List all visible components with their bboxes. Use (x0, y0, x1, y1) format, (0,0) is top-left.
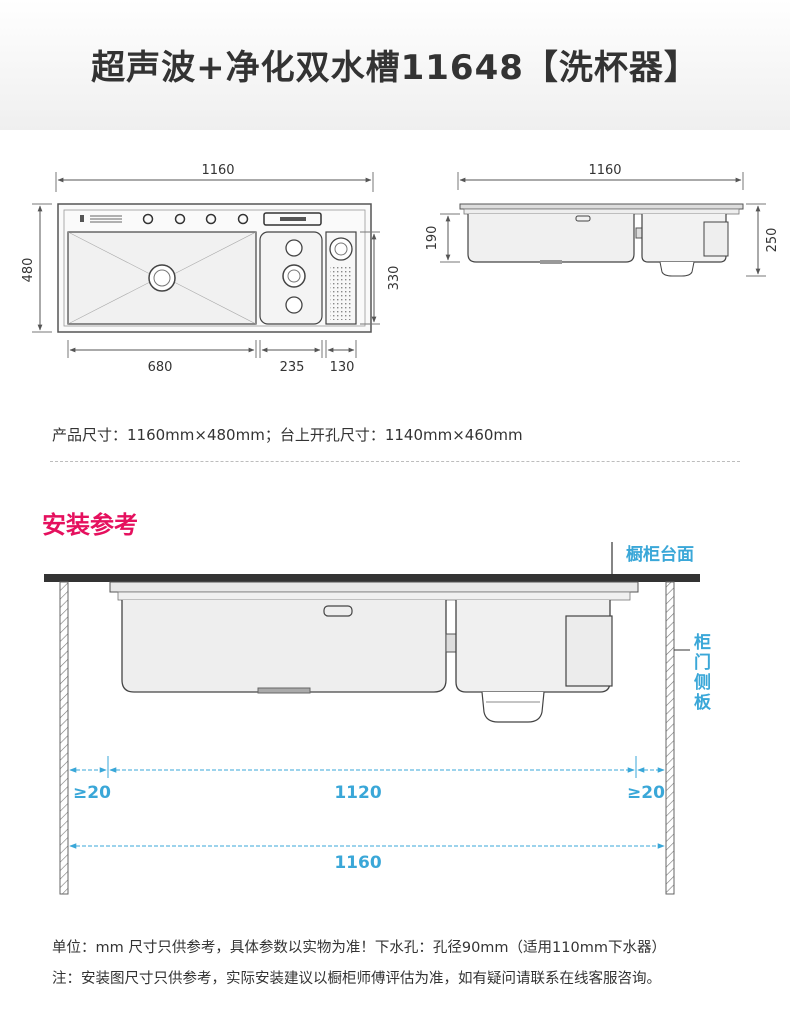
side-panel-label-1: 柜 (694, 632, 711, 653)
left-gap-label: ≥20 (73, 783, 111, 803)
side-panel-label-3: 侧 (694, 672, 711, 693)
sink-top-view: 1160 480 330 (21, 163, 402, 375)
cup-washer-label: 130 (330, 360, 355, 375)
top-small-depth-label: 330 (387, 266, 402, 291)
side-panel-label-2: 门 (694, 652, 711, 673)
page-title: 超声波+净化双水槽11648【洗杯器】 (91, 48, 699, 88)
divider (50, 461, 740, 462)
note-install: 注：安装图尺寸只供参考，实际安装建议以橱柜师傅评估为准，如有疑问请联系在线客服咨… (52, 971, 661, 987)
small-basin-label: 235 (280, 360, 305, 375)
front-height-right-label: 250 (765, 228, 780, 253)
sink-front-view: 1160 190 250 (425, 163, 780, 277)
top-width-label: 1160 (201, 163, 234, 178)
side-panel-label-4: 板 (694, 692, 712, 713)
top-depth-label: 480 (21, 258, 36, 283)
inner-width-label: 1120 (334, 783, 381, 803)
total-width-label: 1160 (334, 853, 381, 873)
right-gap-label: ≥20 (627, 783, 665, 803)
product-size-text: 产品尺寸：1160mm×480mm；台上开孔尺寸：1140mm×460mm (52, 426, 523, 444)
main-basin-label: 680 (148, 360, 173, 375)
install-section-title: 安装参考 (42, 511, 138, 539)
front-height-left-label: 190 (425, 226, 440, 251)
note-units: 单位：mm 尺寸只供参考，具体参数以实物为准！下水孔：孔径90mm（适用110m… (52, 940, 666, 956)
countertop-label: 橱柜台面 (626, 544, 694, 565)
install-diagram: 橱柜台面 柜 门 侧 板 ≥20 1120 ≥20 1160 (44, 542, 712, 895)
header-band (0, 0, 790, 130)
front-width-label: 1160 (588, 163, 621, 178)
